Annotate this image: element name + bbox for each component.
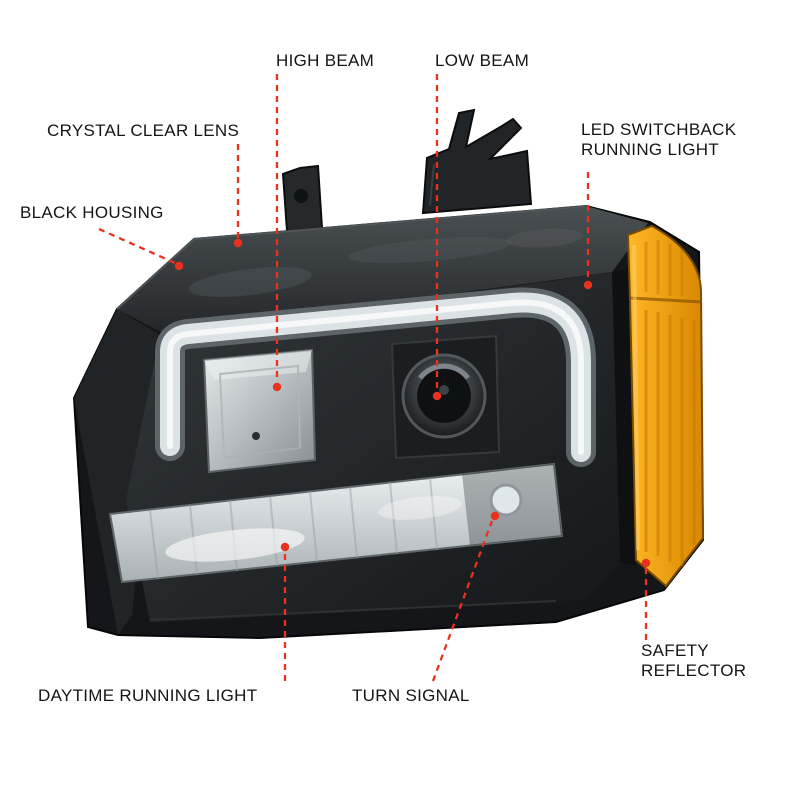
crystal-clear-lens-callout-dot xyxy=(233,238,243,248)
housing-left-edge xyxy=(74,309,160,635)
daytime-running-light-strip xyxy=(108,462,564,584)
housing-top-face xyxy=(116,205,648,333)
turn-signal-callout-dot xyxy=(490,511,500,521)
callout-label-low-beam: LOW BEAM xyxy=(435,51,530,70)
callout-label-crystal-clear-lens: CRYSTAL CLEAR LENS xyxy=(47,121,240,140)
callout-dots xyxy=(174,238,651,568)
led-switchback-callout-dot xyxy=(583,280,593,290)
callout-lines xyxy=(98,74,648,682)
low-beam-callout-dot xyxy=(432,391,442,401)
daytime-running-light-callout-dot xyxy=(280,542,290,552)
safety-reflector-callout-dot xyxy=(641,558,651,568)
black-housing-callout-dot xyxy=(174,261,184,271)
callout-label-black-housing: BLACK HOUSING xyxy=(20,203,164,222)
housing-bottom-highlight xyxy=(149,600,557,621)
black-housing-callout-line xyxy=(98,227,176,265)
low-beam-projector xyxy=(390,334,501,460)
callout-label-turn-signal: TURN SIGNAL xyxy=(352,686,470,705)
safety-reflector-amber xyxy=(626,224,705,588)
callout-label-high-beam: HIGH BEAM xyxy=(276,51,375,70)
callout-label-daytime-running-light: DAYTIME RUNNING LIGHT xyxy=(38,686,258,705)
led-light-bar xyxy=(155,287,596,467)
high-beam-reflector xyxy=(202,348,317,474)
mounting-brackets xyxy=(281,108,533,233)
high-beam-callout-dot xyxy=(272,382,282,392)
callout-label-safety-reflector: SAFETY REFLECTOR xyxy=(641,641,747,681)
callout-label-led-switchback-running-light: LED SWITCHBACK RUNNING LIGHT xyxy=(581,120,737,160)
turn-signal-section xyxy=(462,464,562,545)
